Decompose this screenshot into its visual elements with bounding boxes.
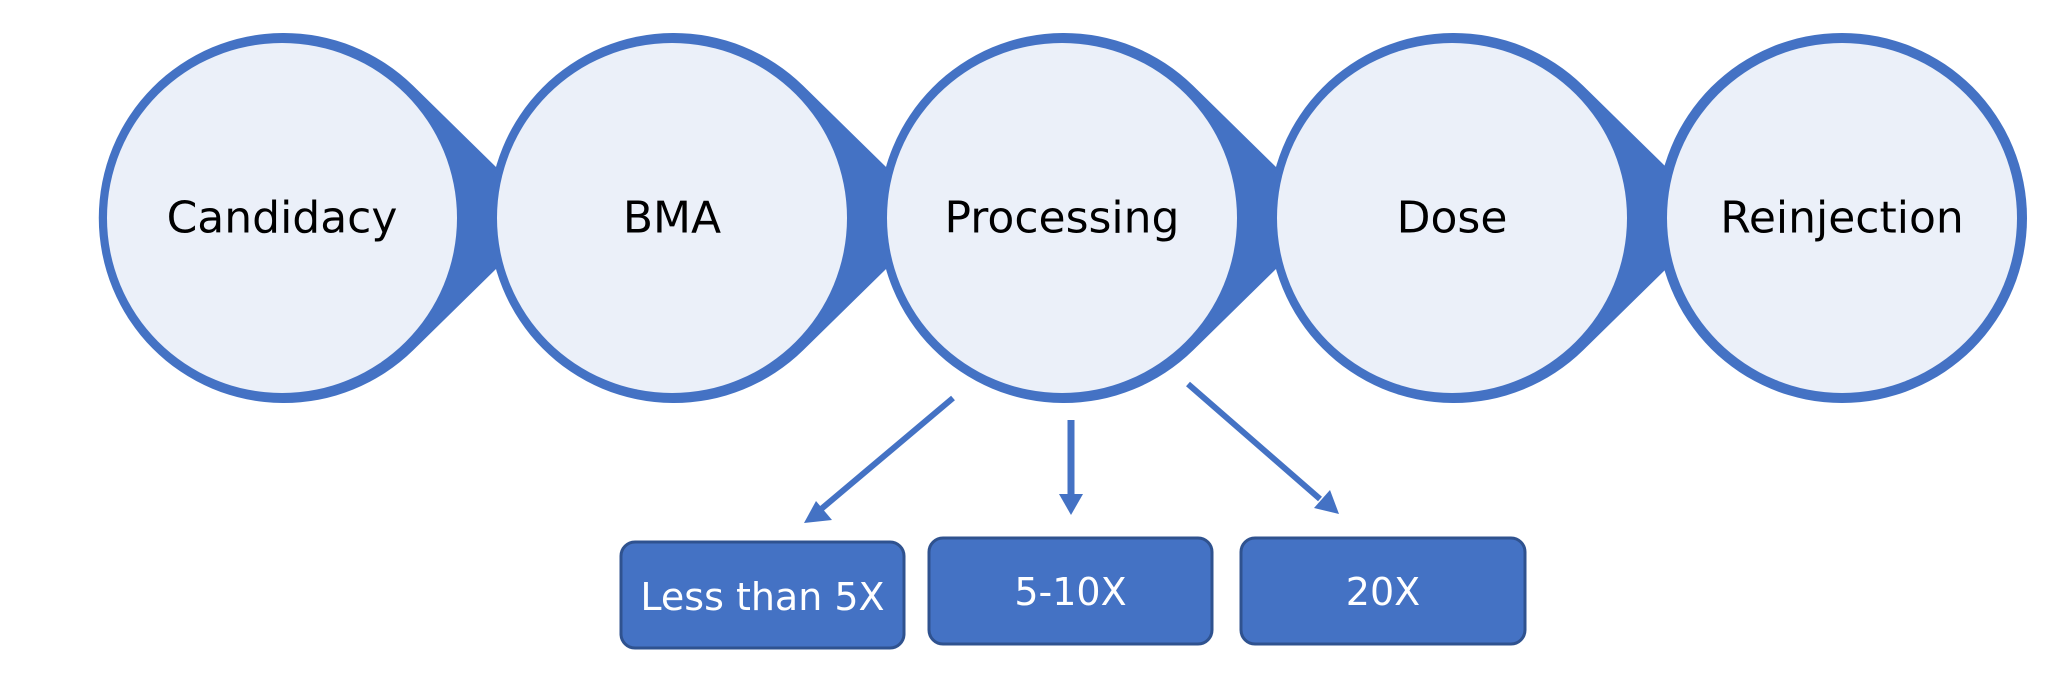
option-label: 20X — [1346, 570, 1420, 614]
step-circle — [887, 43, 1237, 393]
arrow-head-icon — [804, 501, 832, 523]
step-circle — [107, 43, 457, 393]
arrow-head-icon — [1059, 494, 1083, 515]
option-box — [927, 536, 1214, 646]
step-circle — [1277, 43, 1627, 393]
option-box — [619, 540, 906, 650]
step-label: Processing — [945, 193, 1180, 244]
step-label: Candidacy — [167, 193, 398, 244]
arrow-shaft — [1186, 381, 1322, 502]
step-label: Dose — [1397, 193, 1508, 244]
arrow-to-less-than-5x — [804, 395, 955, 523]
step-reinjection: Reinjection — [1657, 33, 2027, 403]
arrow-head-icon — [1314, 490, 1339, 514]
step-circle — [497, 43, 847, 393]
step-candidacy: Candidacy — [98, 33, 548, 404]
arrow-to-20x — [1186, 381, 1339, 514]
arrow-shaft — [818, 395, 955, 513]
option-20x: 20X — [1239, 536, 1527, 646]
step-processing: Processing — [878, 33, 1328, 404]
option-less-than-5x: Less than 5X — [619, 540, 906, 650]
option-label: 5-10X — [1014, 570, 1126, 614]
step-label: BMA — [623, 193, 721, 244]
arrow-to-5-10x — [1059, 420, 1083, 515]
option-label: Less than 5X — [640, 575, 884, 619]
step-circle — [1667, 43, 2017, 393]
step-bma: BMA — [488, 33, 938, 404]
step-dose: Dose — [1268, 33, 1718, 404]
step-label: Reinjection — [1720, 193, 1964, 244]
option-box — [1239, 536, 1527, 646]
option-5-10x: 5-10X — [927, 536, 1214, 646]
